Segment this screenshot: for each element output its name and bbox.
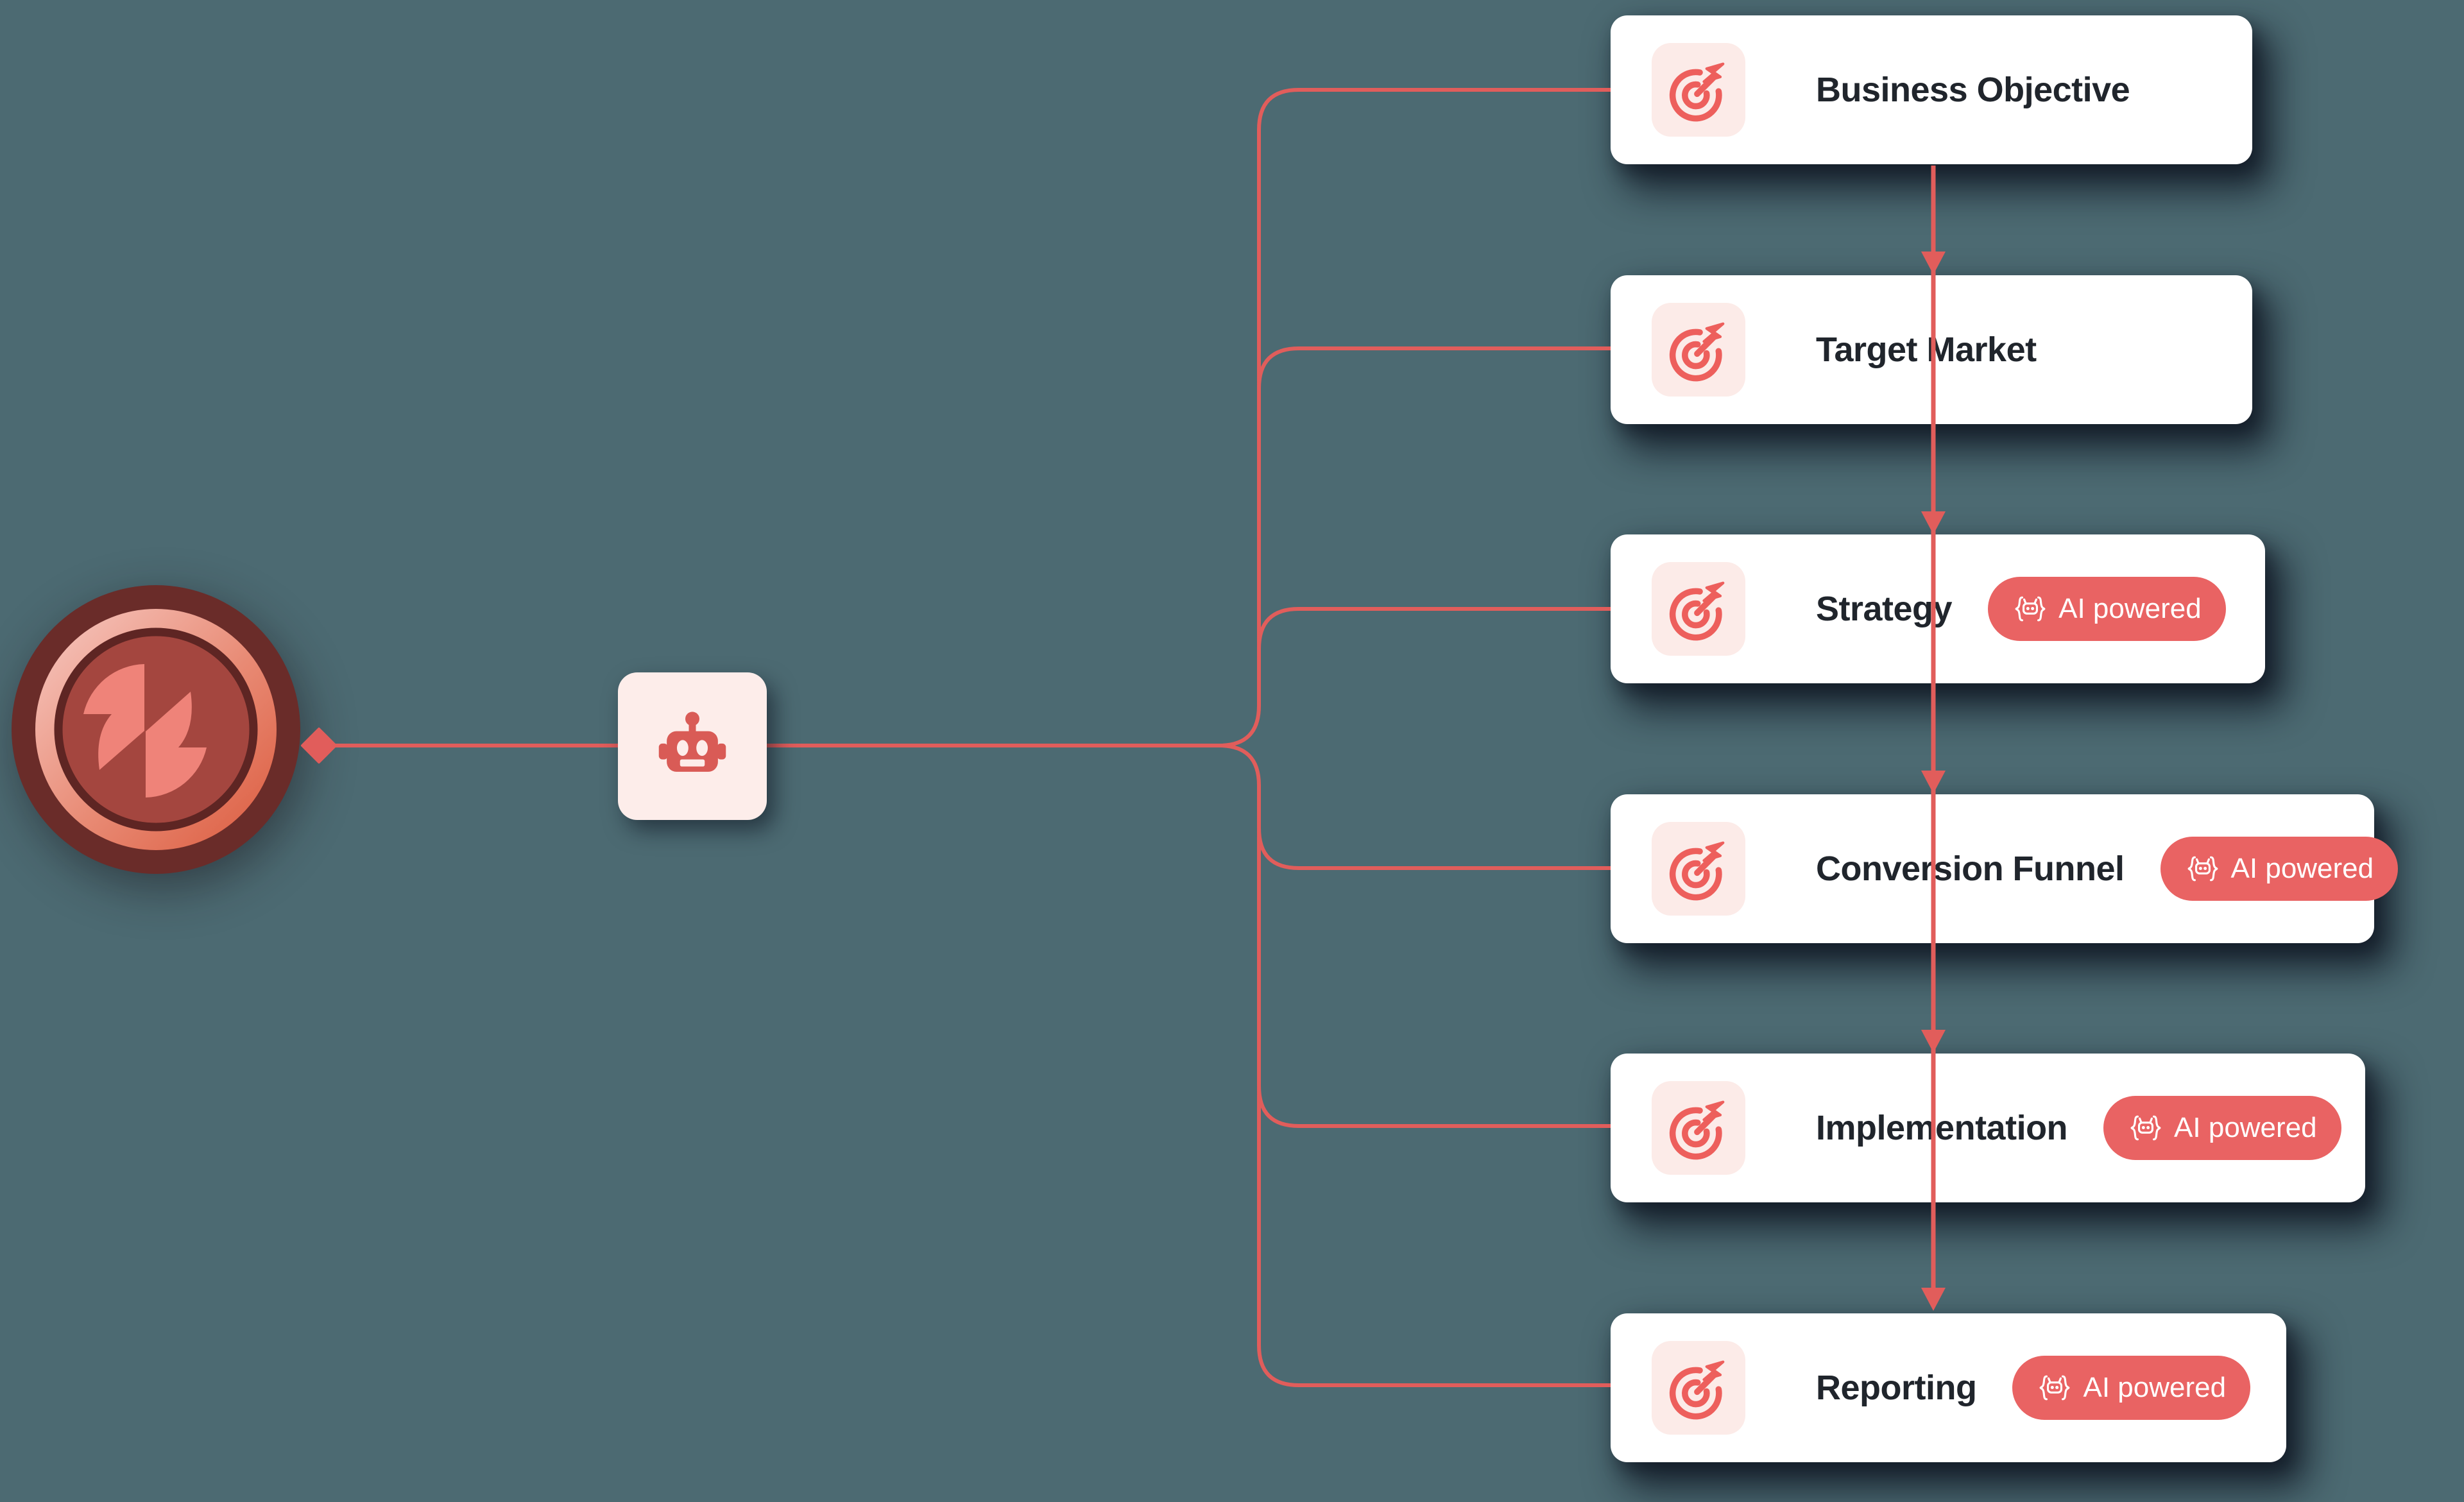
ai-powered-badge: AI powered [1988, 577, 2226, 641]
step-card-target-market[interactable]: Target Market [1611, 275, 2252, 424]
target-icon [1669, 841, 1725, 901]
brand-logo [12, 585, 300, 874]
target-icon [1669, 581, 1725, 641]
target-icon-tile [1652, 562, 1745, 656]
ai-powered-badge: AI powered [2103, 1096, 2341, 1160]
robot-in-braces-icon [2130, 1115, 2161, 1141]
target-icon-tile [1652, 43, 1745, 137]
diamond-arrow-end [301, 728, 337, 764]
ai-powered-badge-label: AI powered [2174, 1112, 2317, 1143]
target-icon-tile [1652, 303, 1745, 397]
step-title: Reporting [1816, 1369, 1977, 1407]
branch-conversion-funnel [1257, 828, 1611, 870]
step-card-business-objective[interactable]: Business Objective [1611, 15, 2252, 164]
arrow-2-3 [1921, 424, 1946, 534]
step-card-strategy[interactable]: Strategy AI powered [1611, 534, 2265, 683]
ai-powered-badge-label: AI powered [2230, 853, 2374, 884]
arrow-3-4 [1921, 685, 1946, 794]
ai-powered-badge-label: AI powered [2083, 1372, 2227, 1403]
step-title: Strategy [1816, 590, 1953, 628]
branch-implementation [1257, 1086, 1611, 1128]
brand-coin-logo [12, 585, 300, 874]
ai-agent-node[interactable] [618, 672, 767, 820]
arrow-5-6 [1921, 1202, 1946, 1311]
fork-up-path [1219, 88, 1611, 747]
target-icon [1669, 1360, 1725, 1420]
branch-target-market [1257, 346, 1611, 389]
step-card-implementation[interactable]: Implementation AI powered [1611, 1054, 2365, 1202]
fork-down-path [1219, 744, 1611, 1387]
target-icon [1669, 322, 1725, 382]
step-title: Target Market [1816, 330, 2037, 369]
brand-glyph [83, 664, 207, 798]
branch-strategy [1257, 607, 1611, 649]
target-icon [1669, 62, 1725, 122]
step-card-conversion-funnel[interactable]: Conversion Funnel AI powered [1611, 794, 2399, 943]
step-title: Conversion Funnel [1816, 849, 2125, 888]
robot-in-braces-icon [2187, 856, 2218, 882]
target-icon-tile [1652, 1081, 1745, 1175]
ai-powered-badge: AI powered [2012, 1356, 2251, 1420]
step-title: Business Objective [1816, 71, 2130, 109]
target-icon-tile [1652, 822, 1745, 916]
step-title: Implementation [1816, 1109, 2068, 1147]
arrow-4-5 [1921, 944, 1946, 1053]
target-icon-tile [1652, 1341, 1745, 1435]
robot-icon [658, 712, 726, 772]
ai-powered-badge-label: AI powered [2058, 593, 2202, 624]
step-card-reporting[interactable]: Reporting AI powered [1611, 1313, 2286, 1462]
robot-in-braces-icon [2039, 1375, 2071, 1401]
robot-in-braces-icon [2015, 596, 2046, 622]
target-icon [1669, 1100, 1725, 1160]
ai-powered-badge: AI powered [2160, 837, 2399, 901]
